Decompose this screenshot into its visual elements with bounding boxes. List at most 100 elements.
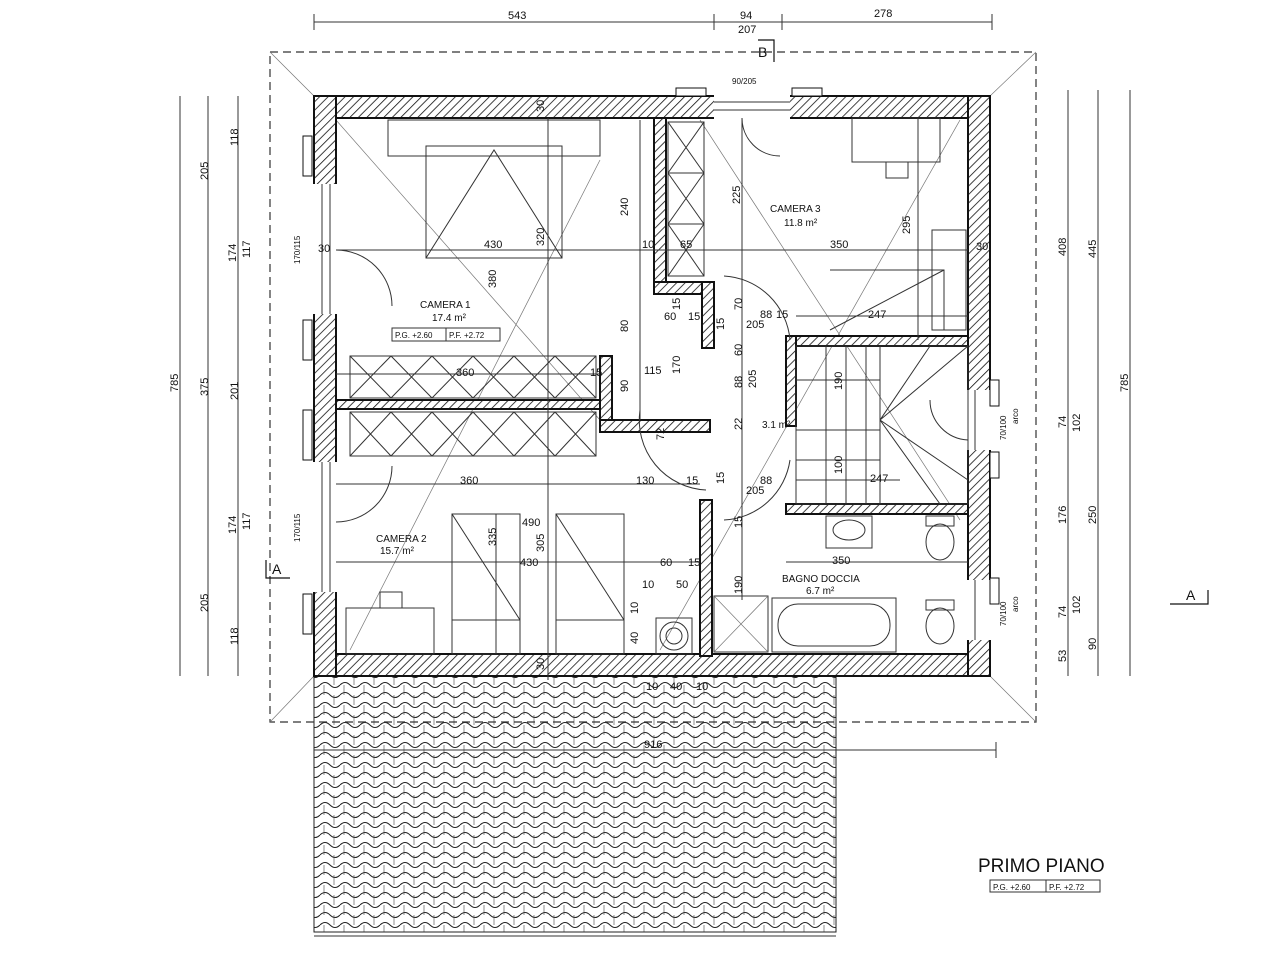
wardrobe-camera-3 [667, 121, 705, 277]
dim-30d: 30 [535, 658, 547, 670]
dim-c1-diag: 380 [487, 270, 499, 288]
room-area: 11.8 m² [784, 218, 818, 229]
dim-350b: 350 [832, 555, 850, 567]
svg-text:A: A [1186, 587, 1196, 603]
left-dimensions: 785 205 375 205 118 174 117 201 174 117 … [169, 128, 253, 645]
dim-115: 115 [644, 365, 662, 377]
dim-240: 240 [619, 198, 631, 216]
window-label-right-2-arco: arco [1011, 596, 1020, 612]
dimension-lines [179, 14, 1131, 758]
window-label-right-1: 70/100 [999, 415, 1008, 440]
dim-right-250: 250 [1087, 506, 1099, 524]
dim-305: 305 [535, 534, 547, 552]
dim-left-117b: 117 [241, 512, 253, 530]
room-area: 6.7 m² [806, 586, 835, 597]
interior-walls [335, 117, 969, 657]
double-bed [387, 119, 601, 259]
dim-247b: 247 [870, 473, 888, 485]
dim-225: 225 [731, 186, 743, 204]
dim-360a: 360 [456, 367, 474, 379]
dim-100-stair: 100 [833, 456, 845, 474]
dim-205b: 205 [747, 370, 759, 388]
dim-60a: 60 [664, 311, 676, 323]
dim-right-53: 53 [1057, 650, 1069, 662]
dim-40a: 40 [629, 632, 641, 644]
room-bagno-doccia: BAGNO DOCCIA 6.7 m² [782, 574, 860, 597]
dim-15h: 15 [733, 516, 745, 528]
dim-30c: 30 [535, 100, 547, 112]
plan-level-pf: P.F. +2.72 [1049, 883, 1085, 892]
dim-170: 170 [671, 356, 683, 374]
dim-88c: 88 [760, 475, 772, 487]
dim-right-785: 785 [1119, 374, 1131, 392]
dim-10d: 10 [646, 681, 658, 693]
dim-190-stair: 190 [833, 372, 845, 390]
left-window-labels: 170/115 170/115 [293, 235, 302, 542]
dim-left-205b: 205 [199, 594, 211, 612]
dim-10b: 10 [642, 579, 654, 591]
dim-left-118b: 118 [229, 627, 241, 645]
dim-88a: 88 [760, 309, 772, 321]
dim-left-174b: 174 [227, 516, 239, 534]
dim-10e: 10 [696, 681, 708, 693]
room-area: 17.4 m² [432, 313, 467, 324]
roof-tiles [313, 675, 837, 937]
wardrobe-camera-1 [349, 355, 597, 399]
dim-88b: 88 [733, 376, 745, 388]
dim-10a: 10 [642, 239, 654, 251]
dim-60c: 60 [660, 557, 672, 569]
dim-80: 80 [619, 320, 631, 332]
dim-15c: 15 [715, 318, 727, 330]
dim-left-117a: 117 [241, 240, 253, 258]
dim-15d: 15 [776, 309, 788, 321]
dim-916: 916 [644, 739, 662, 751]
dim-430b: 430 [520, 557, 538, 569]
wardrobe-camera-2 [349, 411, 597, 457]
dim-left-174a: 174 [227, 244, 239, 262]
dim-543: 543 [508, 10, 526, 22]
room-name: BAGNO DOCCIA [782, 574, 860, 585]
roof-outline [269, 51, 1037, 723]
section-a-right-marker: A [1170, 587, 1209, 605]
staircase [795, 229, 969, 505]
dim-15a: 15 [688, 311, 700, 323]
window-label-left-1: 170/115 [293, 235, 302, 264]
dim-490: 490 [522, 517, 540, 529]
window-label-right-2: 70/100 [999, 601, 1008, 626]
room-camera-1: CAMERA 1 17.4 m² P.G. +2.60 P.F. +2.72 [391, 300, 501, 342]
plan-title-block: PRIMO PIANO P.G. +2.60 P.F. +2.72 [978, 856, 1105, 893]
dim-205c: 205 [746, 485, 764, 497]
dim-left-785: 785 [169, 374, 181, 392]
dim-right-90: 90 [1087, 638, 1099, 650]
door-size-top: 90/205 [732, 77, 757, 86]
dim-247a: 247 [868, 309, 886, 321]
dim-15i: 15 [688, 557, 700, 569]
window-label-left-2: 170/115 [293, 513, 302, 542]
right-dimensions: 408 445 785 74 102 176 250 74 102 53 90 [1057, 238, 1131, 662]
room-camera-2: CAMERA 2 15.7 m² [376, 534, 427, 557]
dim-10c: 10 [629, 602, 641, 614]
plan-level-pg: P.G. +2.60 [993, 883, 1031, 892]
dim-right-102a: 102 [1071, 414, 1083, 432]
dim-c1-height: 320 [535, 228, 547, 246]
dim-335: 335 [487, 528, 499, 546]
dim-left-205a: 205 [199, 162, 211, 180]
window-label-right-1-arco: arco [1011, 408, 1020, 424]
dim-right-176: 176 [1057, 506, 1069, 524]
dim-278: 278 [874, 8, 892, 20]
room-corridor: 3.1 m² [762, 420, 791, 431]
dim-left-375: 375 [199, 378, 211, 396]
dim-left-118a: 118 [229, 128, 241, 146]
svg-text:A: A [272, 561, 282, 577]
dim-right-74a: 74 [1057, 416, 1069, 428]
room-area: 3.1 m² [762, 420, 791, 431]
dim-15e: 15 [590, 367, 602, 379]
dim-94: 94 [740, 10, 752, 22]
dim-left-201: 201 [229, 382, 241, 400]
plan-title: PRIMO PIANO [978, 856, 1105, 877]
dim-40b: 40 [670, 681, 682, 693]
dim-350a: 350 [830, 239, 848, 251]
interior-dimensions: 430 320 380 240 10 65 60 15 80 15 15 70 … [318, 100, 988, 751]
room-name: CAMERA 3 [770, 204, 821, 215]
